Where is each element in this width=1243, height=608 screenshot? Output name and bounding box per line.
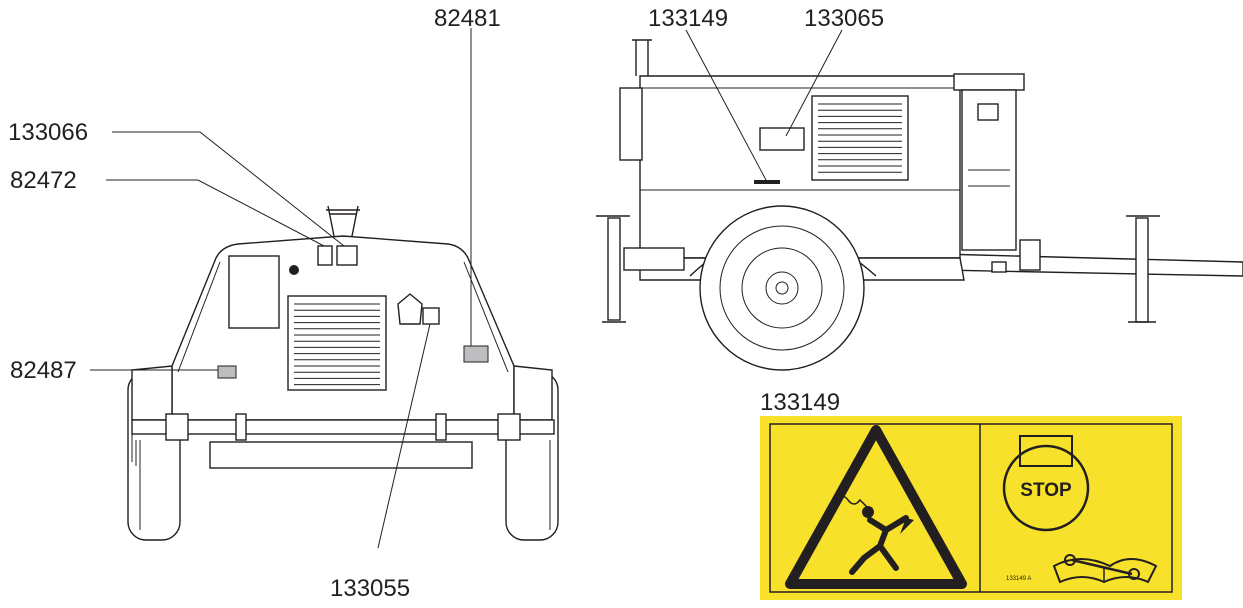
decal-133149-detail: STOP 133149 A [760, 416, 1182, 600]
decal-133149 [754, 180, 780, 184]
decal-part-code: 133149 A [1006, 576, 1031, 582]
front-jack [607, 217, 621, 321]
leader-82472 [106, 179, 325, 247]
leader-133065 [785, 29, 843, 137]
side-view-trailer [596, 39, 1243, 371]
lift-handle [632, 39, 652, 76]
read-manual-icon [1052, 554, 1158, 584]
stop-label: STOP [1020, 480, 1072, 501]
callout-133066: 133066 [8, 119, 88, 146]
right-fender [513, 365, 553, 421]
side-wheel [699, 205, 865, 371]
exhaust-bracket [397, 293, 423, 325]
side-grille [811, 95, 909, 181]
exhaust-cap [953, 73, 1025, 91]
decal-82472 [317, 245, 333, 266]
callout-82481: 82481 [434, 5, 501, 32]
tow-bar [939, 253, 1243, 277]
decal-133055 [422, 307, 440, 325]
callout-82472: 82472 [10, 167, 77, 194]
callout-133065: 133065 [804, 5, 884, 32]
side-panel [228, 255, 280, 329]
callout-133055: 133055 [330, 575, 410, 602]
leader-133055 [377, 323, 431, 549]
indicator-dot [289, 265, 299, 275]
rear-jack [1135, 217, 1149, 323]
rear-view-trailer [127, 205, 559, 541]
decal-82487 [217, 365, 237, 379]
control-box [619, 87, 643, 161]
leader-133149 [685, 29, 767, 181]
electric-shock-warning-icon [785, 425, 967, 589]
rear-bumper [209, 441, 473, 469]
decal-82481 [463, 345, 489, 363]
decal-133065 [759, 127, 805, 151]
decal-border [769, 423, 1173, 593]
front-axle-beam [623, 247, 685, 271]
callout-133149: 133149 [648, 5, 728, 32]
decal-133066 [336, 245, 358, 266]
rear-grille [287, 295, 387, 391]
left-fender [131, 365, 173, 421]
decal-title-133149: 133149 [760, 389, 840, 416]
engine-stop-icon: STOP [1002, 435, 1090, 532]
rear-axle [131, 419, 555, 435]
callout-82487: 82487 [10, 357, 77, 384]
lifting-eye [326, 205, 360, 237]
leader-133066 [112, 131, 345, 247]
